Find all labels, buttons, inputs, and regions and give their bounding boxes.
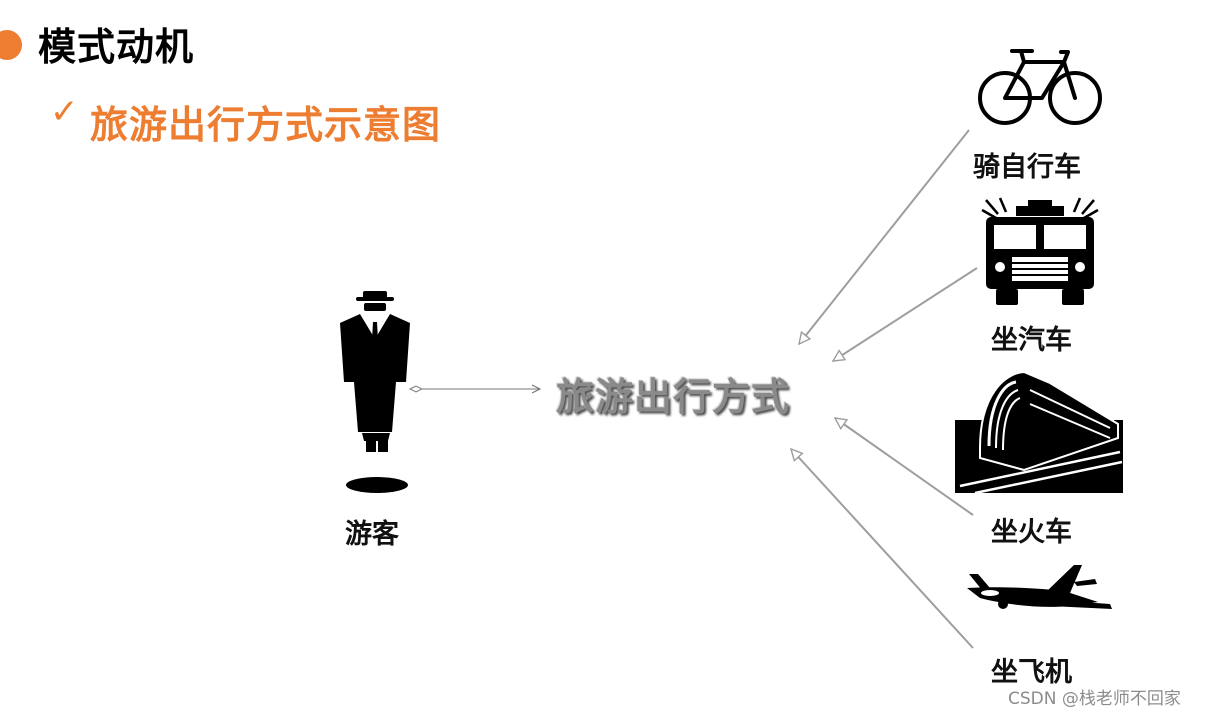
page-title: 模式动机 — [38, 25, 195, 69]
tourist-label: 游客 — [345, 519, 399, 550]
bullet-dot — [0, 30, 22, 60]
man-in-suit-icon — [340, 291, 410, 493]
bicycle-label: 骑自行车 — [973, 152, 1081, 183]
train-label: 坐火车 — [991, 517, 1072, 548]
arrow-plane — [791, 449, 974, 649]
train-icon — [955, 370, 1123, 495]
fire-truck-icon — [981, 197, 1099, 305]
plane-label: 坐飞机 — [991, 657, 1072, 688]
bicycle-icon — [978, 49, 1102, 125]
airplane-icon — [967, 565, 1112, 609]
watermark: CSDN @栈老师不回家 — [1008, 689, 1181, 709]
center-concept-label: 旅游出行方式 — [556, 375, 791, 419]
arrow-train — [835, 418, 974, 516]
page-subtitle: 旅游出行方式示意图 — [90, 103, 442, 147]
car-label: 坐汽车 — [991, 325, 1072, 356]
checkmark-icon: ✓ — [50, 92, 79, 132]
arrow-car — [833, 267, 978, 361]
arrow-bicycle — [799, 129, 970, 344]
